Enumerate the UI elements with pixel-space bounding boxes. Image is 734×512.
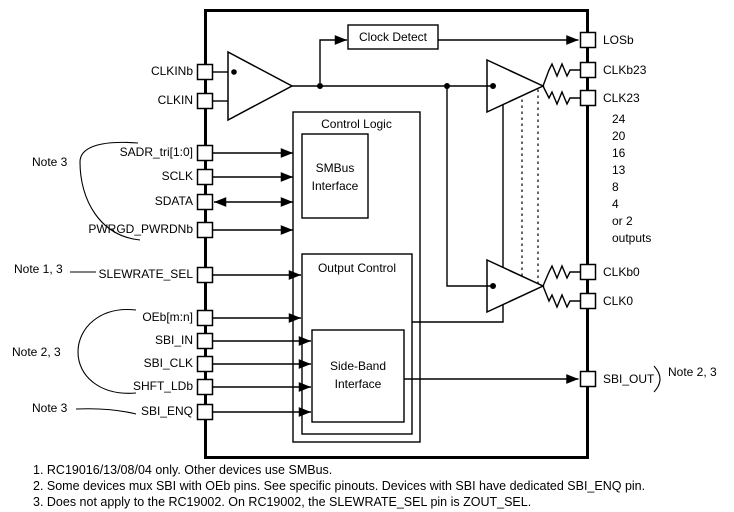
pin-label-sbi-in: SBI_IN bbox=[154, 333, 193, 347]
outputs-column-line: or 2 bbox=[612, 214, 633, 228]
junction-dot bbox=[490, 283, 496, 289]
pin-square-sclk bbox=[196, 168, 214, 186]
pin-label-clkin: CLKIN bbox=[157, 93, 193, 107]
resistor-symbol-clkb0 bbox=[542, 264, 581, 287]
pin-label-sbi-clk: SBI_CLK bbox=[143, 356, 193, 370]
pin-square-sbi-in bbox=[196, 332, 214, 350]
note-2-3-left-label: Note 2, 3 bbox=[12, 345, 61, 359]
pin-square-clkin bbox=[196, 92, 214, 110]
footnote-1: 1. RC19016/13/08/04 only. Other devices … bbox=[33, 463, 333, 477]
pin-square-clk0 bbox=[579, 292, 597, 310]
pin-label-clk0: CLK0 bbox=[603, 294, 634, 308]
pin-square-shft-ldb bbox=[196, 378, 214, 396]
sideband-interface-label-line1: Side-Band bbox=[329, 359, 387, 373]
footnote-3: 3. Does not apply to the RC19002. On RC1… bbox=[33, 495, 532, 509]
outputs-column-line: 24 bbox=[612, 112, 626, 126]
pin-label-clkb0: CLKb0 bbox=[603, 265, 640, 279]
note-3-top-label: Note 3 bbox=[32, 155, 68, 169]
pin-label-sdata: SDATA bbox=[154, 194, 193, 208]
resistor-symbol-clk0 bbox=[542, 285, 581, 309]
control-logic-label: Control Logic bbox=[321, 117, 392, 131]
pin-square-clkb0 bbox=[579, 263, 597, 281]
pin-label-pwrgd-pwrdnb: PWRGD_PWRDNb bbox=[88, 222, 193, 236]
clock-detect-box bbox=[347, 24, 439, 50]
pin-label-clk23: CLK23 bbox=[603, 91, 640, 105]
pin-square-clkinb bbox=[196, 63, 214, 81]
pin-square-sdata bbox=[196, 193, 214, 211]
smbus-interface-label-line1: SMBus bbox=[315, 161, 355, 175]
note-bracket-sbi-out bbox=[653, 365, 661, 393]
pin-label-shft-ldb: SHFT_LDb bbox=[132, 379, 193, 393]
outputs-column-line: outputs bbox=[612, 231, 652, 245]
pin-label-oeb: OEb[m:n] bbox=[142, 310, 193, 324]
pin-square-pwrgd bbox=[196, 221, 214, 239]
note-3-bottom-label: Note 3 bbox=[32, 401, 68, 415]
input-buffer-triangle bbox=[227, 50, 294, 122]
pin-square-clkb23 bbox=[579, 61, 597, 79]
outputs-column-line: 20 bbox=[612, 129, 626, 143]
outputs-column-line: 8 bbox=[612, 180, 619, 194]
footnote-2: 2. Some devices mux SBI with OEb pins. S… bbox=[33, 479, 646, 493]
output-control-label: Output Control bbox=[317, 261, 397, 275]
pin-square-sbi-clk bbox=[196, 355, 214, 373]
junction-dot bbox=[317, 83, 323, 89]
clock-detect-label: Clock Detect bbox=[358, 30, 428, 44]
pin-label-losb: LOSb bbox=[603, 33, 634, 47]
pin-label-slewrate-sel: SLEWRATE_SEL bbox=[98, 267, 193, 281]
junction-dot bbox=[231, 69, 237, 75]
outputs-column-line: 16 bbox=[612, 146, 626, 160]
pin-label-sbi-out: SBI_OUT bbox=[603, 372, 655, 386]
note-1-3-label: Note 1, 3 bbox=[14, 262, 63, 276]
resistor-symbol-clk23 bbox=[542, 85, 581, 106]
note-connector-sbi-enq bbox=[75, 408, 137, 415]
pin-square-losb bbox=[579, 31, 597, 49]
pin-label-clkb23: CLKb23 bbox=[603, 63, 647, 77]
smbus-interface-label-line2: Interface bbox=[311, 179, 359, 193]
pin-label-sclk: SCLK bbox=[161, 169, 193, 183]
junction-dot bbox=[444, 83, 450, 89]
clock-branch-line bbox=[446, 86, 495, 287]
note-brace-sbi-group bbox=[77, 309, 137, 394]
junction-dot bbox=[490, 83, 496, 89]
pin-square-sbi-out bbox=[579, 370, 597, 388]
pin-square-slewrate bbox=[196, 266, 214, 284]
pin-label-sbi-enq: SBI_ENQ bbox=[140, 404, 193, 418]
pin-square-clk23 bbox=[579, 89, 597, 107]
outputs-column-line: 13 bbox=[612, 163, 626, 177]
pin-label-clkinb: CLKINb bbox=[150, 64, 193, 78]
clock-detect-input-line bbox=[319, 35, 347, 86]
pin-square-sadr-tri bbox=[196, 144, 214, 162]
outputs-column-line: 4 bbox=[612, 197, 619, 211]
note-2-3-right-label: Note 2, 3 bbox=[668, 365, 717, 379]
pin-label-sadr-tri: SADR_tri[1:0] bbox=[119, 145, 193, 159]
output-enable-line bbox=[412, 305, 504, 323]
sideband-interface-label-line2: Interface bbox=[334, 377, 382, 391]
smbus-interface-box bbox=[301, 133, 369, 219]
pin-square-oeb bbox=[196, 309, 214, 327]
pin-square-sbi-enq bbox=[196, 403, 214, 421]
resistor-symbol-clkb23 bbox=[542, 62, 581, 87]
note-brace-top bbox=[79, 141, 141, 241]
sideband-interface-box bbox=[311, 329, 405, 423]
output-control-box bbox=[301, 253, 413, 435]
